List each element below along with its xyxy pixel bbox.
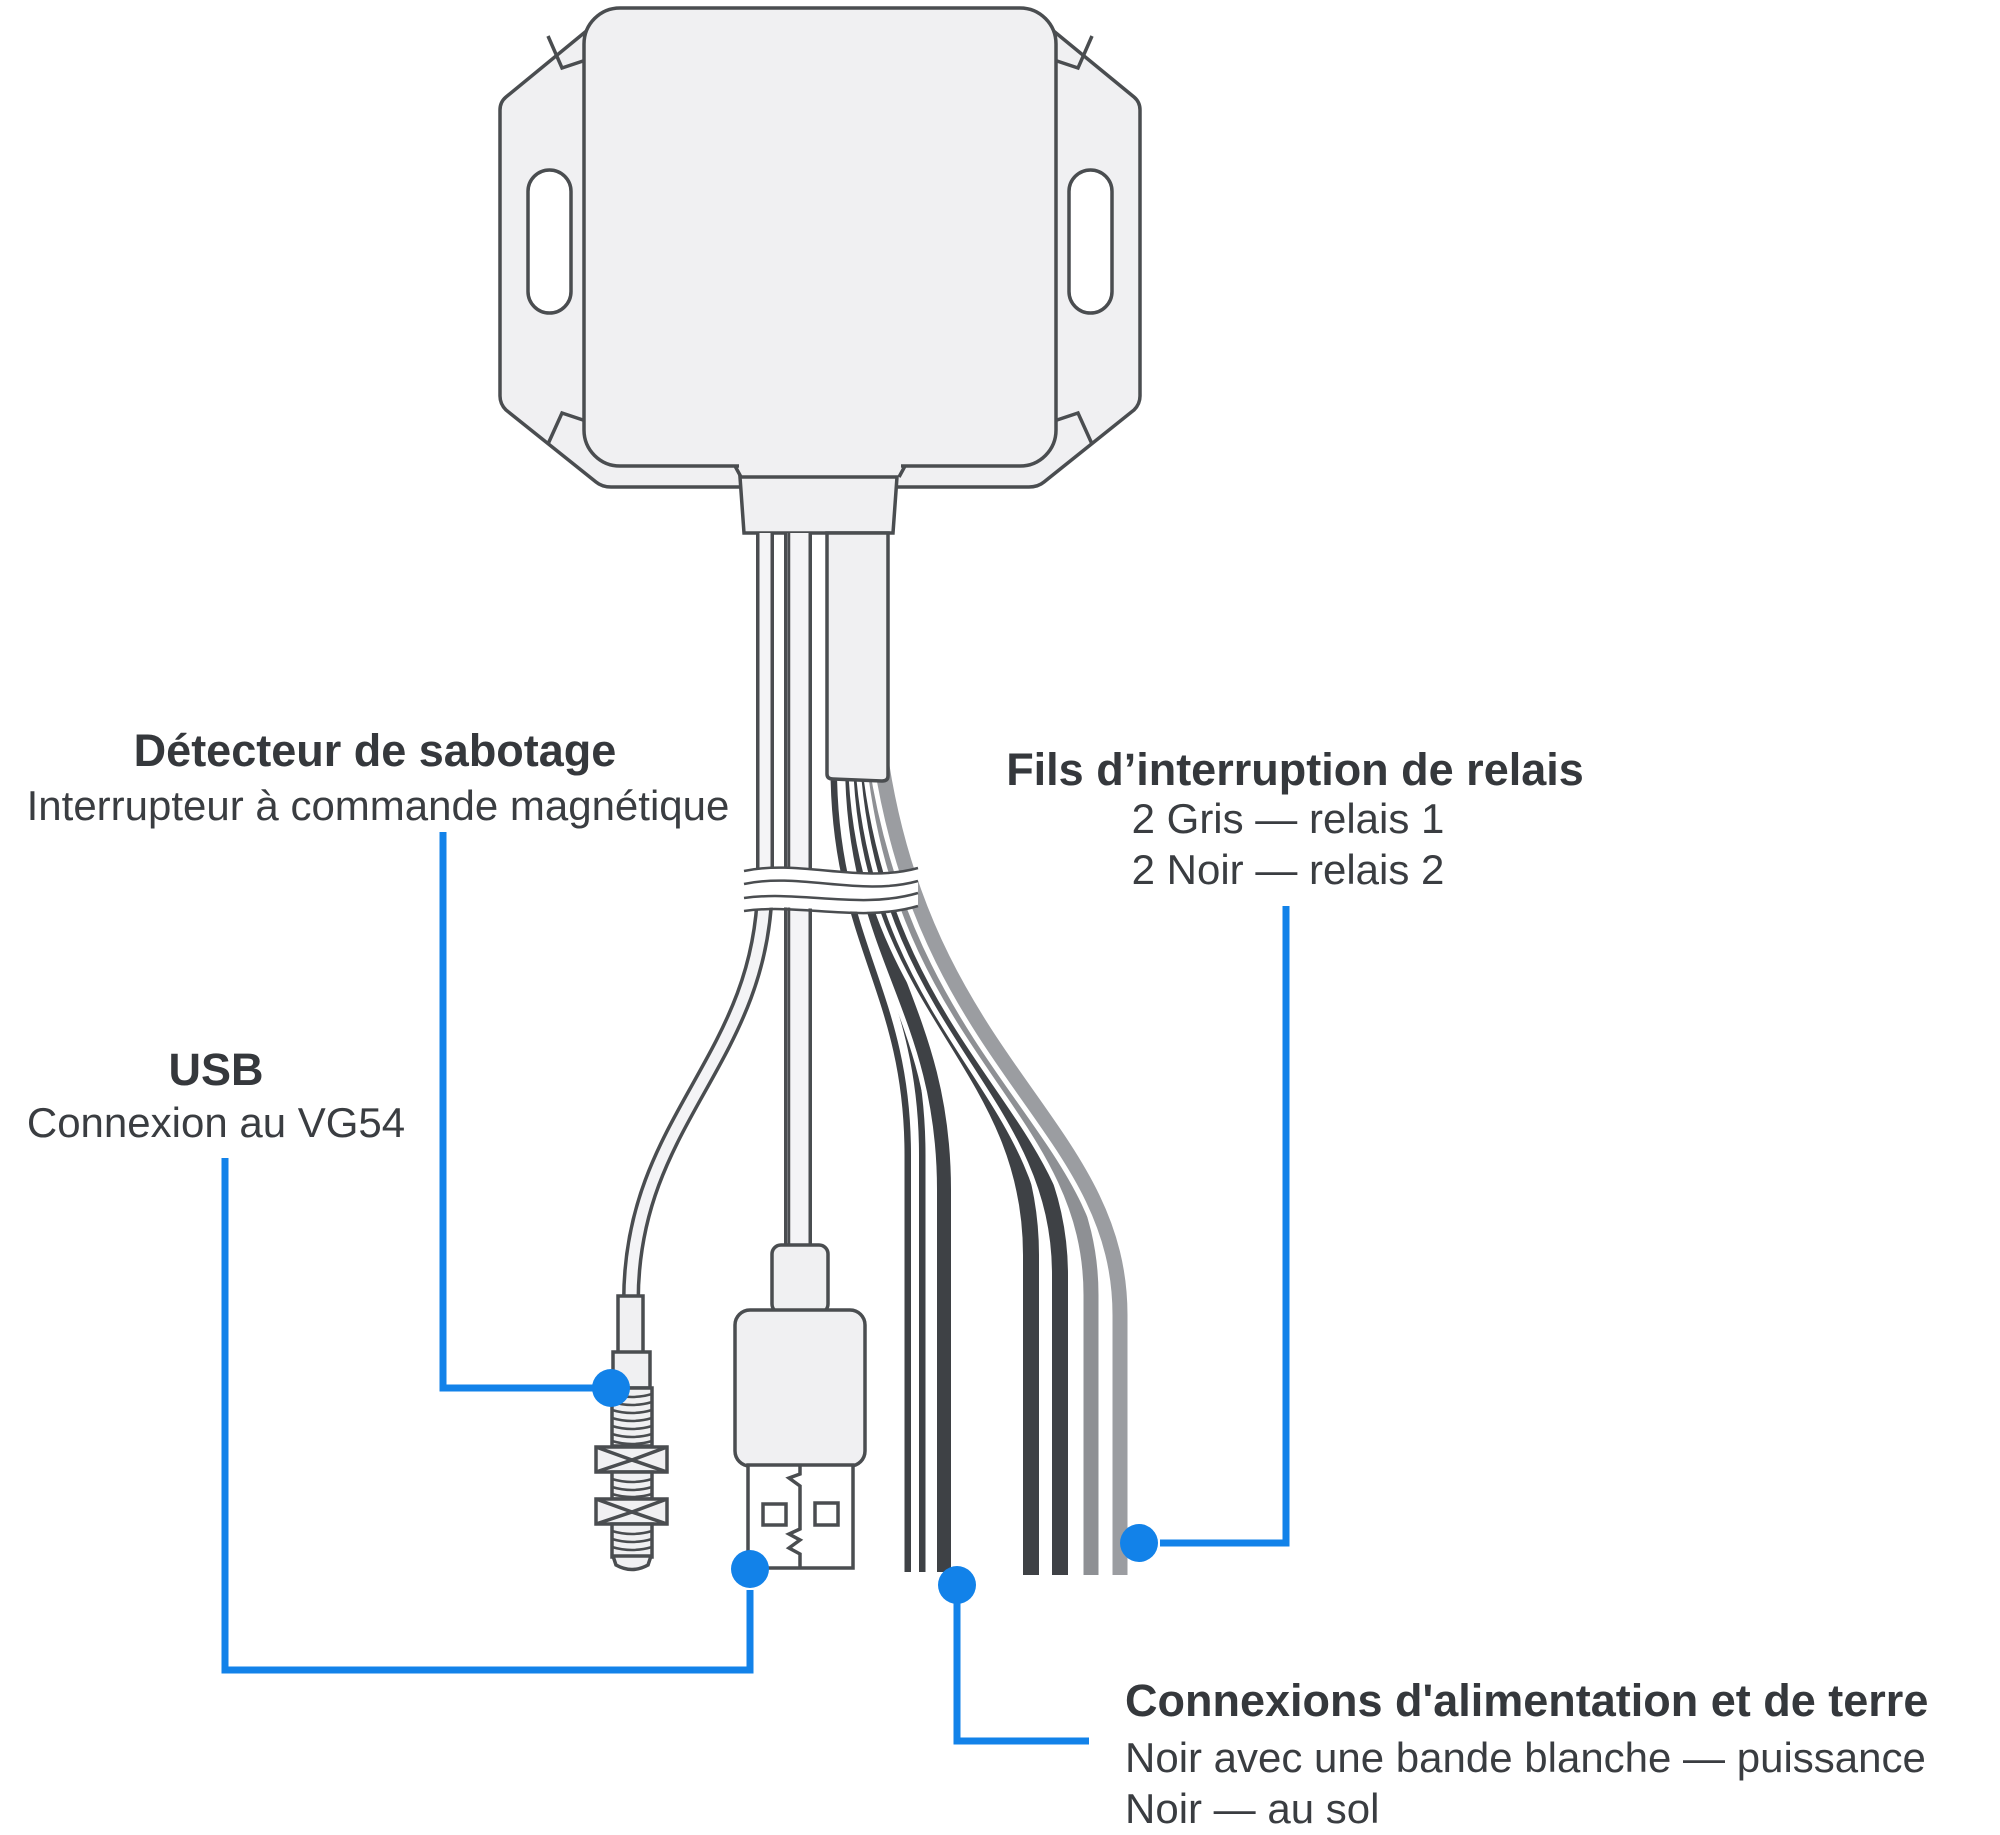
- switch-tip: [610, 1554, 654, 1572]
- tamper-point-dot: [592, 1369, 630, 1407]
- usb-body: [733, 1308, 867, 1468]
- device-front-face: [582, 6, 1058, 468]
- magnetic-switch: [594, 1294, 669, 1572]
- cable-tie-edge-1: [743, 866, 919, 875]
- relay-label-line2: 2 Noir — relais 2: [1132, 846, 1445, 893]
- usb-leader-line: [221, 1158, 754, 1674]
- switch-nut-1-facet-right: [626, 1445, 668, 1474]
- mounting-slot-right: [1067, 168, 1114, 315]
- cable-tie-edge-3: [743, 891, 919, 902]
- usb-shell-divider: [785, 1465, 804, 1568]
- power-leader-line: [953, 1602, 1089, 1745]
- corner-tab-top-right: [1053, 35, 1094, 71]
- strain-relief: [738, 475, 899, 535]
- relay-leader-line: [1160, 906, 1290, 1547]
- tamper-leader-line: [439, 832, 598, 1392]
- switch-nut-2-facet-right: [626, 1497, 668, 1526]
- relay-point-dot: [1120, 1524, 1158, 1562]
- tamper-wire: [625, 533, 771, 1320]
- device-box: [498, 6, 1142, 535]
- cable-tie-band: [744, 867, 918, 912]
- usb-connector: [733, 1243, 867, 1570]
- cable-tie-edge-2: [743, 879, 919, 888]
- usb-label-title: USB: [168, 1044, 263, 1095]
- cable-sheath: [825, 531, 890, 783]
- power-label-line1: Noir avec une bande blanche — puissance: [1125, 1734, 1926, 1781]
- corner-tab-bottom-left: [546, 410, 587, 445]
- switch-neck: [616, 1294, 645, 1356]
- bottom-recess: [739, 459, 901, 476]
- usb-contact-hole-left: [761, 1502, 788, 1527]
- bottom-step-right: [897, 465, 907, 478]
- relay-label-line1: 2 Gris — relais 1: [1132, 795, 1445, 842]
- usb-contact-hole-right: [813, 1501, 840, 1527]
- usb-label-subtitle: Connexion au VG54: [27, 1099, 405, 1146]
- relay-label-title: Fils d’interruption de relais: [1006, 744, 1584, 795]
- cable-tie-edge-4: [743, 904, 919, 915]
- tamper-label-title: Détecteur de sabotage: [134, 725, 617, 776]
- usb-point-dot: [731, 1550, 769, 1588]
- callouts: [221, 832, 1290, 1745]
- label-texts: Détecteur de sabotage Interrupteur à com…: [27, 725, 1929, 1832]
- corner-tab-bottom-right: [1053, 410, 1094, 445]
- corner-tab-top-left: [546, 35, 587, 71]
- power-label-line2: Noir — au sol: [1125, 1785, 1379, 1832]
- mounting-slot-left: [526, 168, 573, 315]
- power-point-dot: [938, 1566, 976, 1604]
- power-label-title: Connexions d'alimentation et de terre: [1125, 1675, 1928, 1726]
- cable-tie: [743, 866, 919, 915]
- bottom-step-left: [733, 465, 743, 478]
- harness-wires: [825, 758, 1133, 1575]
- white-wires: [622, 533, 812, 1320]
- usb-boot: [770, 1243, 830, 1315]
- tamper-label-subtitle: Interrupteur à commande magnétique: [27, 782, 730, 829]
